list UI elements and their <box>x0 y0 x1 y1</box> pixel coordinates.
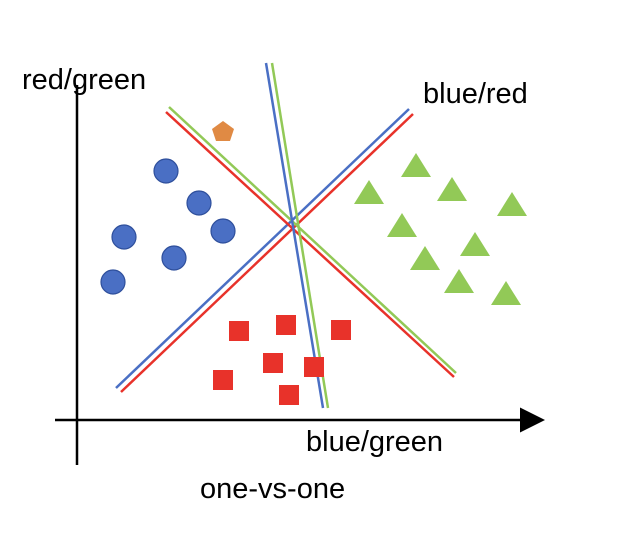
green-triangle <box>401 153 431 177</box>
red-square <box>229 321 249 341</box>
boundary-blue-green-blue <box>264 62 325 409</box>
boundary-red-green <box>165 106 457 378</box>
boundary-blue-red <box>115 108 414 393</box>
boundary-blue-red-blue <box>115 108 410 389</box>
green-triangle <box>491 281 521 305</box>
blue-circle <box>153 158 179 184</box>
green-triangle <box>460 232 490 256</box>
green-triangles <box>354 153 527 305</box>
green-triangle <box>410 246 440 270</box>
blue-circle <box>161 245 187 271</box>
green-triangle <box>387 213 417 237</box>
boundary-red-green-green <box>168 106 457 374</box>
red-square <box>213 370 233 390</box>
green-triangle <box>354 180 384 204</box>
blue-circle <box>111 224 137 250</box>
green-triangle <box>437 177 467 201</box>
blue-circle <box>210 218 236 244</box>
blue-circle <box>100 269 126 295</box>
green-triangle <box>497 192 527 216</box>
boundary-blue-green <box>264 62 330 409</box>
green-triangle <box>444 269 474 293</box>
red-squares <box>213 315 351 405</box>
diagram-title: one-vs-one <box>200 473 346 505</box>
orange-pentagon <box>212 121 234 141</box>
red-square <box>304 357 324 377</box>
boundary-blue-red-red <box>120 113 414 393</box>
red-square <box>276 315 296 335</box>
blue-circles <box>100 158 236 295</box>
red-square <box>331 320 351 340</box>
boundary-blue-green-green <box>270 62 330 409</box>
label-blue-red: blue/red <box>423 78 528 110</box>
red-square <box>263 353 283 373</box>
boundary-red-green-red <box>165 111 455 378</box>
label-red-green: red/green <box>22 64 147 96</box>
red-square <box>279 385 299 405</box>
label-blue-green: blue/green <box>306 426 444 458</box>
blue-circle <box>186 190 212 216</box>
